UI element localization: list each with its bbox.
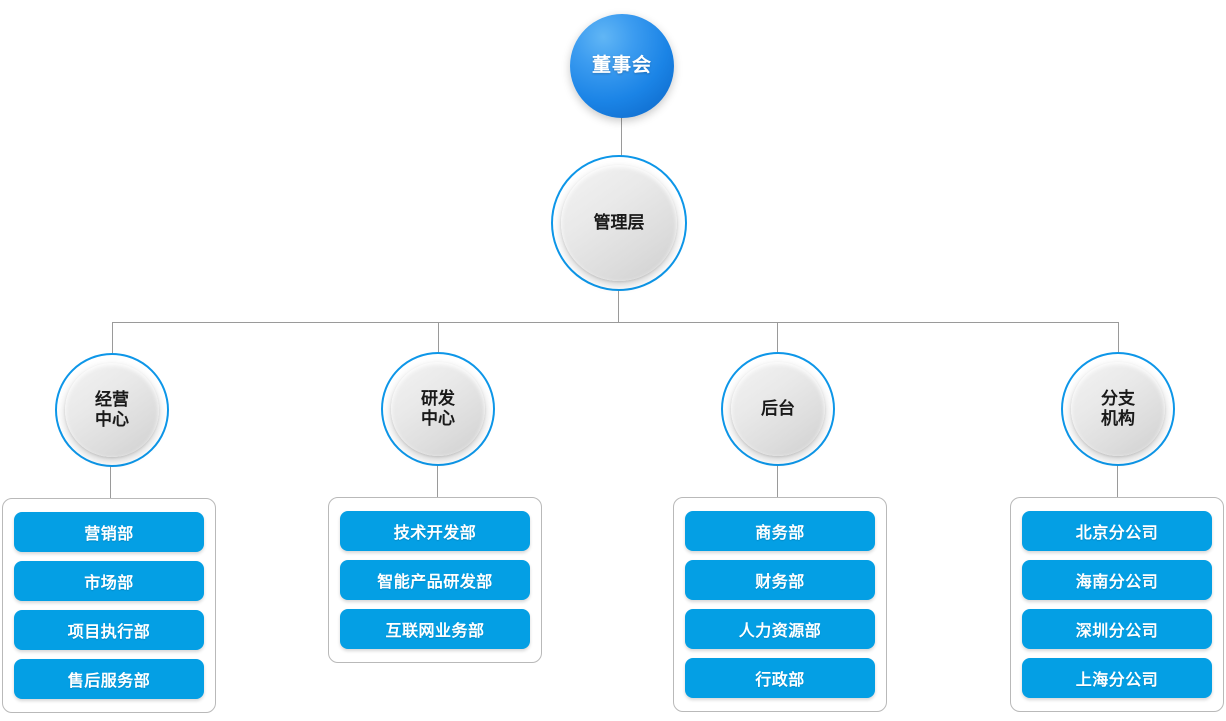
node-center-operations[interactable]: 经营 中心	[55, 353, 169, 467]
node-center-rnd[interactable]: 研发 中心	[381, 352, 495, 466]
connector-bus-to-center-2	[438, 322, 439, 354]
node-center-backoffice-label: 后台	[761, 398, 795, 419]
department-pill[interactable]: 深圳分公司	[1022, 609, 1212, 649]
node-center-operations-label: 经营 中心	[95, 389, 129, 430]
connector-horizontal-bus	[112, 322, 1119, 323]
node-board-of-directors-label: 董事会	[591, 54, 652, 77]
node-management-label: 管理层	[593, 212, 645, 233]
department-pill[interactable]: 项目执行部	[14, 610, 204, 650]
node-center-rnd-inner: 研发 中心	[391, 362, 485, 456]
node-center-operations-inner: 经营 中心	[65, 363, 159, 457]
connector-bus-to-center-4	[1118, 322, 1119, 354]
department-pill[interactable]: 互联网业务部	[340, 609, 530, 649]
node-management-inner: 管理层	[561, 165, 677, 281]
connector-bus-to-center-1	[112, 322, 113, 356]
node-board-of-directors[interactable]: 董事会	[570, 14, 674, 118]
node-center-branches-label: 分支 机构	[1101, 388, 1135, 429]
department-pill[interactable]: 市场部	[14, 561, 204, 601]
connector-center-3-to-departments	[777, 464, 778, 497]
department-pill[interactable]: 营销部	[14, 512, 204, 552]
node-center-branches[interactable]: 分支 机构	[1061, 352, 1175, 466]
department-pill[interactable]: 智能产品研发部	[340, 560, 530, 600]
department-pill[interactable]: 上海分公司	[1022, 658, 1212, 698]
connector-center-1-to-departments	[110, 466, 111, 499]
node-management[interactable]: 管理层	[551, 155, 687, 291]
department-pill[interactable]: 财务部	[685, 560, 875, 600]
node-center-branches-inner: 分支 机构	[1071, 362, 1165, 456]
department-pill[interactable]: 技术开发部	[340, 511, 530, 551]
connector-bus-to-center-3	[777, 322, 778, 354]
department-pill[interactable]: 商务部	[685, 511, 875, 551]
connector-management-to-bus	[618, 288, 619, 322]
connector-center-2-to-departments	[437, 464, 438, 497]
department-pill[interactable]: 北京分公司	[1022, 511, 1212, 551]
department-pill[interactable]: 海南分公司	[1022, 560, 1212, 600]
department-group-rnd: 技术开发部 智能产品研发部 互联网业务部	[328, 497, 542, 663]
node-center-backoffice[interactable]: 后台	[721, 352, 835, 466]
department-pill[interactable]: 行政部	[685, 658, 875, 698]
department-pill[interactable]: 售后服务部	[14, 659, 204, 699]
department-group-backoffice: 商务部 财务部 人力资源部 行政部	[673, 497, 887, 712]
connector-board-to-management	[621, 117, 622, 161]
department-pill[interactable]: 人力资源部	[685, 609, 875, 649]
node-center-rnd-label: 研发 中心	[421, 388, 455, 429]
department-group-branches: 北京分公司 海南分公司 深圳分公司 上海分公司	[1010, 497, 1224, 712]
node-center-backoffice-inner: 后台	[731, 362, 825, 456]
connector-center-4-to-departments	[1117, 464, 1118, 497]
department-group-operations: 营销部 市场部 项目执行部 售后服务部	[2, 498, 216, 713]
